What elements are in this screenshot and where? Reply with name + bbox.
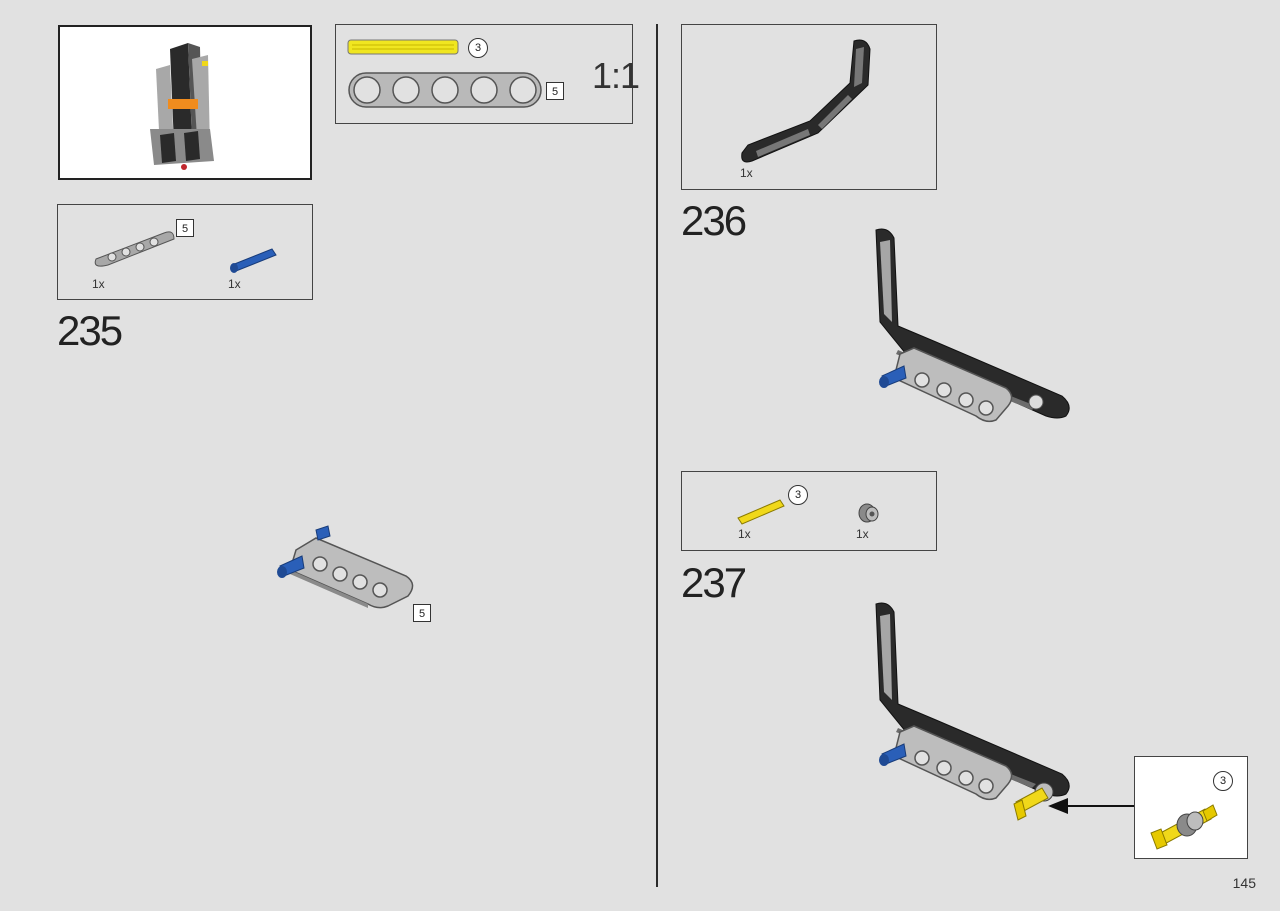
insert-arrow-icon — [1048, 798, 1134, 814]
black-angled-beam-icon — [741, 39, 871, 163]
step235-assembly-icon — [277, 525, 414, 609]
gray-beam-5-icon — [348, 72, 542, 108]
step236-assembly-icon — [875, 228, 1070, 423]
step236-parts-box: 1x — [681, 24, 937, 190]
step237-parts-box: 3 1x 1x — [681, 471, 937, 551]
assembly-length-badge: 5 — [413, 604, 431, 622]
scale-label: 1:1 — [592, 55, 640, 96]
callout-axle-bush-icon — [1150, 804, 1218, 850]
beam-length-badge: 5 — [546, 82, 564, 100]
part-length-badge: 5 — [176, 219, 194, 237]
step237-assembly-icon — [875, 602, 1070, 821]
axle-length-badge: 3 — [788, 485, 808, 505]
yellow-axle-3-icon — [347, 39, 459, 55]
part-qty: 1x — [92, 277, 105, 291]
callout-box: 3 — [1134, 756, 1248, 859]
step-number: 235 — [57, 307, 123, 354]
axle-length-badge: 3 — [468, 38, 488, 58]
page-number: 145 — [1232, 875, 1256, 891]
callout-length-badge: 3 — [1213, 771, 1233, 791]
overview-panel — [58, 25, 312, 180]
yellow-axle-icon — [737, 499, 785, 525]
step-number: 237 — [681, 559, 747, 606]
gray-beam-5-icon — [94, 231, 175, 267]
column-divider — [656, 24, 658, 887]
gray-bush-icon — [858, 503, 879, 523]
seat-model-icon — [150, 43, 214, 170]
part-qty: 1x — [740, 166, 753, 180]
part-qty: 1x — [856, 527, 869, 541]
part-qty: 1x — [228, 277, 241, 291]
part-qty: 1x — [738, 527, 751, 541]
scale-reference-box: 3 5 1:1 — [335, 24, 640, 124]
blue-pin-icon — [230, 248, 277, 273]
step235-parts-box: 5 1x 1x — [57, 204, 313, 300]
step-number: 236 — [681, 197, 747, 244]
